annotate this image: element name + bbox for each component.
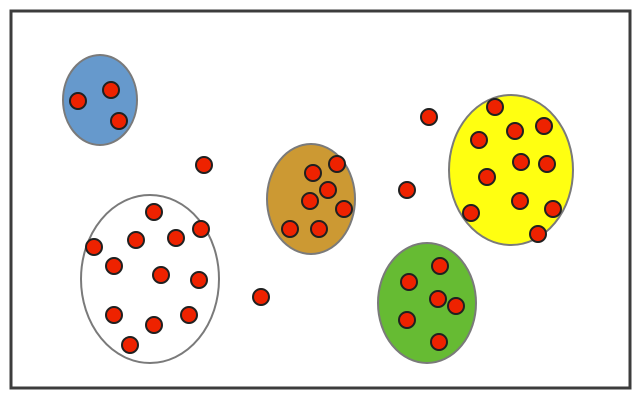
yellow-cluster-ellipse: [448, 94, 574, 246]
data-point: [470, 131, 488, 149]
data-point: [102, 81, 120, 99]
data-point: [69, 92, 87, 110]
data-point: [281, 220, 299, 238]
outlier-points: [195, 108, 438, 306]
data-point: [462, 204, 480, 222]
data-point: [430, 333, 448, 351]
cluster-yellow: [448, 94, 574, 246]
data-point: [512, 153, 530, 171]
data-point: [310, 220, 328, 238]
cluster-blue: [62, 54, 138, 146]
data-point: [145, 316, 163, 334]
cluster-white: [80, 194, 220, 364]
green-cluster-ellipse: [377, 242, 477, 364]
data-point: [105, 257, 123, 275]
data-point: [180, 306, 198, 324]
data-point: [506, 122, 524, 140]
data-point: [478, 168, 496, 186]
data-point: [328, 155, 346, 173]
data-point: [400, 273, 418, 291]
data-point: [511, 192, 529, 210]
data-point: [192, 220, 210, 238]
data-point: [535, 117, 553, 135]
data-point: [121, 336, 139, 354]
data-point: [105, 306, 123, 324]
data-point: [127, 231, 145, 249]
outlier-point: [195, 156, 213, 174]
cluster-brown: [266, 143, 356, 255]
data-point: [152, 266, 170, 284]
data-point: [335, 200, 353, 218]
data-point: [529, 225, 547, 243]
data-point: [167, 229, 185, 247]
data-point: [429, 290, 447, 308]
data-point: [431, 257, 449, 275]
data-point: [398, 311, 416, 329]
data-point: [301, 192, 319, 210]
data-point: [319, 181, 337, 199]
data-point: [304, 164, 322, 182]
data-point: [486, 98, 504, 116]
data-point: [538, 155, 556, 173]
data-point: [544, 200, 562, 218]
data-point: [145, 203, 163, 221]
outlier-point: [398, 181, 416, 199]
outlier-point: [420, 108, 438, 126]
cluster-green: [377, 242, 477, 364]
data-point: [447, 297, 465, 315]
data-point: [85, 238, 103, 256]
data-point: [190, 271, 208, 289]
outlier-point: [252, 288, 270, 306]
data-point: [110, 112, 128, 130]
